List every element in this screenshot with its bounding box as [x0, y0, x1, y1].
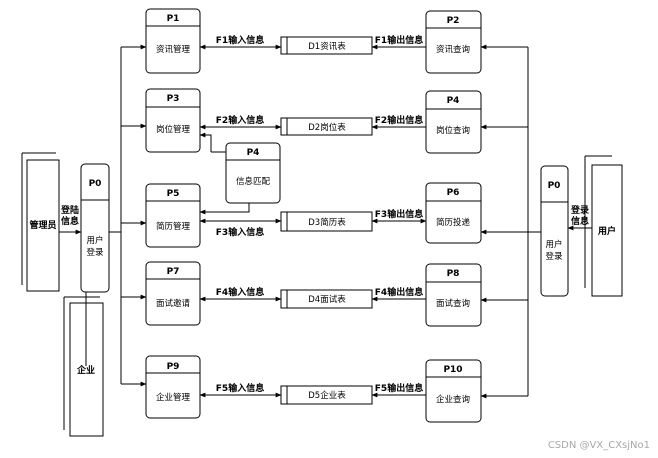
- f2-out-label: F2输出信息: [375, 114, 423, 126]
- p6-name: 简历投递: [436, 217, 471, 228]
- f2-in-label: F2输入信息: [216, 114, 264, 126]
- store-d2: D2岗位表: [280, 117, 373, 136]
- user-label: 用户: [597, 225, 616, 237]
- p4-name: 岗位查询: [436, 125, 470, 136]
- admin-label: 管理员: [29, 219, 56, 231]
- p8-name: 面试查询: [436, 298, 470, 309]
- p5-id: P5: [167, 189, 180, 199]
- p8-id: P8: [447, 269, 460, 279]
- login-left-label-1: 登陆: [60, 204, 79, 216]
- d1-label: D1资讯表: [308, 41, 346, 52]
- p0-left-id: P0: [89, 179, 102, 189]
- login-right-label-2: 信息: [571, 215, 589, 227]
- d4-label: D4面试表: [308, 294, 346, 305]
- process-p10: P10 企业查询: [425, 359, 482, 423]
- store-d4: D4面试表: [280, 289, 373, 309]
- p9-name: 企业管理: [156, 392, 191, 403]
- process-p2: P2 资讯查询: [425, 10, 482, 74]
- process-p0-right: P0 用户 登录: [540, 165, 569, 297]
- p0-right-name-2: 登录: [545, 251, 563, 262]
- p7-name: 面试邀请: [156, 298, 191, 309]
- login-right-label-1: 登录: [570, 204, 589, 216]
- f1-in-label: F1输入信息: [216, 34, 264, 46]
- p4-match-name: 信息匹配: [236, 176, 271, 187]
- p0-right-id: P0: [548, 181, 561, 191]
- p2-id: P2: [447, 16, 460, 26]
- process-p8: P8 面试查询: [425, 263, 482, 327]
- process-p4-match: P4 信息匹配: [225, 142, 281, 204]
- p1-id: P1: [167, 14, 180, 24]
- p10-id: P10: [443, 365, 462, 375]
- process-p9: P9 企业管理: [145, 355, 201, 419]
- process-p1: P1 资讯管理: [145, 8, 201, 74]
- p0-right-name-1: 用户: [545, 239, 562, 250]
- company-label: 企业: [76, 364, 95, 376]
- store-d3: D3简历表: [280, 211, 373, 232]
- process-p5: P5 简历管理: [145, 183, 201, 248]
- p9-id: P9: [167, 362, 180, 372]
- process-p3: P3 岗位管理: [145, 88, 201, 153]
- p2-name: 资讯查询: [436, 44, 470, 55]
- process-p4: P4 岗位查询: [425, 90, 482, 154]
- p6-id: P6: [447, 188, 460, 198]
- process-p7: P7 面试邀请: [145, 261, 201, 326]
- entity-company: 企业: [63, 296, 104, 437]
- f3-in-label: F3输入信息: [216, 226, 264, 238]
- login-left-label-2: 信息: [61, 215, 79, 227]
- p4-match-id: P4: [247, 148, 260, 158]
- p5-name: 简历管理: [156, 221, 191, 232]
- f3-out-label: F3输出信息: [375, 208, 423, 220]
- entity-admin: 管理员: [21, 152, 60, 292]
- p7-id: P7: [167, 267, 180, 277]
- d2-label: D2岗位表: [308, 122, 346, 133]
- f5-out-label: F5输出信息: [375, 382, 423, 394]
- store-d1: D1资讯表: [280, 36, 373, 55]
- process-p0-left: P0 用户 登录: [80, 163, 110, 293]
- f5-in-label: F5输入信息: [216, 382, 264, 394]
- watermark: CSDN @VX_CXsjNo1: [548, 440, 650, 451]
- p4-id: P4: [447, 96, 460, 106]
- f4-out-label: F4输出信息: [375, 286, 423, 298]
- d5-label: D5企业表: [308, 390, 346, 401]
- p1-name: 资讯管理: [156, 44, 191, 55]
- p0-left-name-2: 登录: [86, 247, 104, 258]
- p3-name: 岗位管理: [156, 124, 191, 135]
- f1-out-label: F1输出信息: [375, 34, 423, 46]
- entity-user: 用户: [584, 155, 623, 297]
- d3-label: D3简历表: [308, 217, 346, 228]
- p0-left-name-1: 用户: [86, 235, 103, 246]
- p3-id: P3: [167, 94, 180, 104]
- store-d5: D5企业表: [280, 385, 373, 405]
- match-to-p3-arrow: [199, 132, 212, 152]
- process-p6: P6 简历投递: [425, 182, 482, 244]
- f4-in-label: F4输入信息: [216, 286, 264, 298]
- match-to-p5-arrow: [199, 203, 250, 215]
- p10-name: 企业查询: [436, 394, 470, 405]
